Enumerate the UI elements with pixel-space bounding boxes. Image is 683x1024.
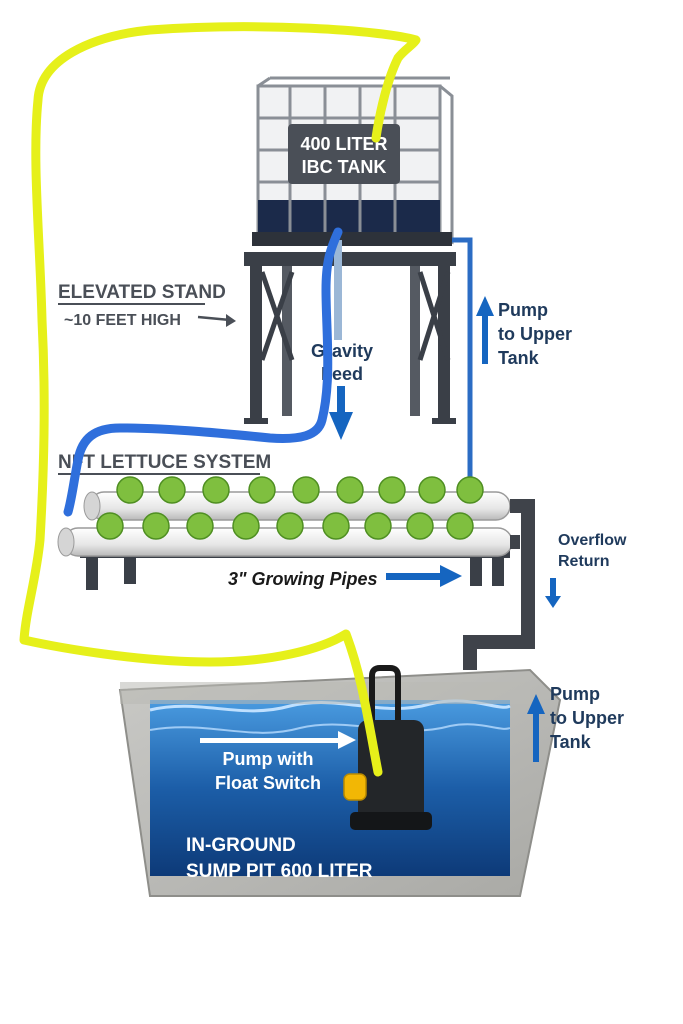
pump-float-line1: Pump with: [223, 749, 314, 769]
lettuce-row-upper: [116, 476, 484, 504]
growing-pipes-arrow: [386, 565, 462, 587]
pump-upper-bottom-arrow: [527, 694, 545, 762]
sump-pit: [118, 668, 562, 897]
lettuce-plants: [96, 476, 484, 540]
tank-label-line1: 400 LITER: [300, 134, 387, 154]
sump-label-line2: SUMP PIT 600 LITER: [186, 861, 373, 882]
system-title: NFT LETTUCE SYSTEM: [58, 452, 271, 473]
stand-label-line2: ~10 FEET HIGH: [64, 312, 181, 329]
overflow-arrow: [545, 578, 561, 608]
pump-upper-bottom-line3: Tank: [550, 732, 592, 752]
overflow-line2: Return: [558, 553, 610, 570]
pump-upper-top-arrow: [476, 296, 494, 364]
pump-float-arrow: [200, 731, 356, 749]
elevated-stand: [244, 252, 456, 424]
blue-marker-annotation: [63, 227, 343, 517]
pump-upper-bottom-line2: to Upper: [550, 708, 624, 728]
gravity-feed-pipe: [334, 240, 342, 340]
tank-label-line2: IBC TANK: [302, 157, 387, 177]
yellow-highlighter-annotation: [19, 22, 421, 777]
pump-float-line2: Float Switch: [215, 773, 321, 793]
growing-pipes: [57, 491, 513, 590]
growing-pipes-label: 3" Growing Pipes: [228, 569, 378, 589]
gravity-arrow: [329, 386, 353, 440]
overflow-line1: Overflow: [558, 532, 627, 549]
pump-return-line: [452, 237, 473, 480]
lettuce-row-lower: [96, 512, 474, 540]
pump-upper-top-line1: Pump: [498, 300, 548, 320]
ibc-tank: 400 LITER IBC TANK: [252, 76, 454, 246]
overflow-drain-pipe: [463, 499, 535, 670]
stand-label-line1: ELEVATED STAND: [58, 282, 226, 303]
pump-upper-top-line3: Tank: [498, 348, 540, 368]
pump-upper-top-line2: to Upper: [498, 324, 572, 344]
sump-label-line1: IN-GROUND: [186, 835, 296, 856]
pump-upper-bottom-line1: Pump: [550, 684, 600, 704]
float-switch: [343, 773, 367, 801]
gravity-label-line1: Gravity: [311, 341, 373, 361]
stand-pointer-arrow: [197, 314, 236, 327]
